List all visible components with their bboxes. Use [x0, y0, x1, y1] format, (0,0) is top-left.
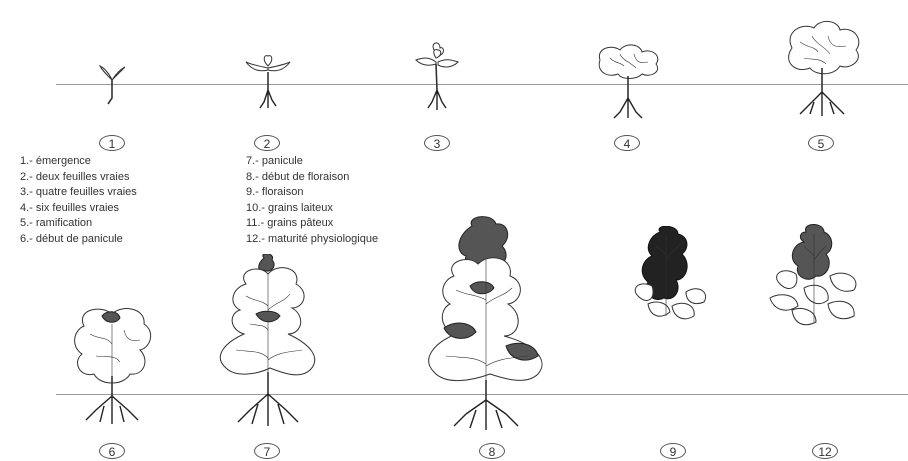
plant-stage-2 [242, 52, 294, 122]
stage-label-7: 7 [254, 443, 280, 459]
plant-stage-3 [410, 40, 464, 122]
legend-item: 7.- panicule [246, 154, 378, 170]
plant-stage-9 [626, 226, 714, 332]
legend-item: 2.- deux feuilles vraies [20, 170, 137, 186]
stage-label-9: 9 [660, 443, 686, 459]
legend-right: 7.- panicule 8.- début de floraison 9.- … [246, 154, 378, 247]
stage-label-12: 12 [812, 443, 838, 459]
legend-item: 3.- quatre feuilles vraies [20, 185, 137, 201]
plant-stage-4 [590, 40, 668, 122]
stage-label-2: 2 [254, 135, 280, 151]
legend-item: 1.- émergence [20, 154, 137, 170]
plant-stage-7 [206, 254, 332, 436]
plant-stage-8 [410, 216, 566, 436]
stage-label-8: 8 [479, 443, 505, 459]
stage-label-1: 1 [99, 135, 125, 151]
legend-item: 5.- ramification [20, 216, 137, 232]
stage-label-5: 5 [808, 135, 834, 151]
legend-item: 9.- floraison [246, 185, 378, 201]
legend-item: 10.- grains laiteux [246, 201, 378, 217]
legend-item: 8.- début de floraison [246, 170, 378, 186]
legend-item: 6.- début de panicule [20, 232, 137, 248]
stage-label-4: 4 [614, 135, 640, 151]
plant-stage-6 [66, 306, 158, 436]
stage-label-6: 6 [99, 443, 125, 459]
plant-stage-5 [778, 18, 868, 122]
stage-label-3: 3 [424, 135, 450, 151]
legend-item: 4.- six feuilles vraies [20, 201, 137, 217]
plant-stage-12 [764, 222, 868, 332]
plant-stage-1 [92, 58, 132, 108]
legend-item: 11.- grains pâteux [246, 216, 378, 232]
legend-left: 1.- émergence 2.- deux feuilles vraies 3… [20, 154, 137, 247]
legend-item: 12.- maturité physiologique [246, 232, 378, 248]
